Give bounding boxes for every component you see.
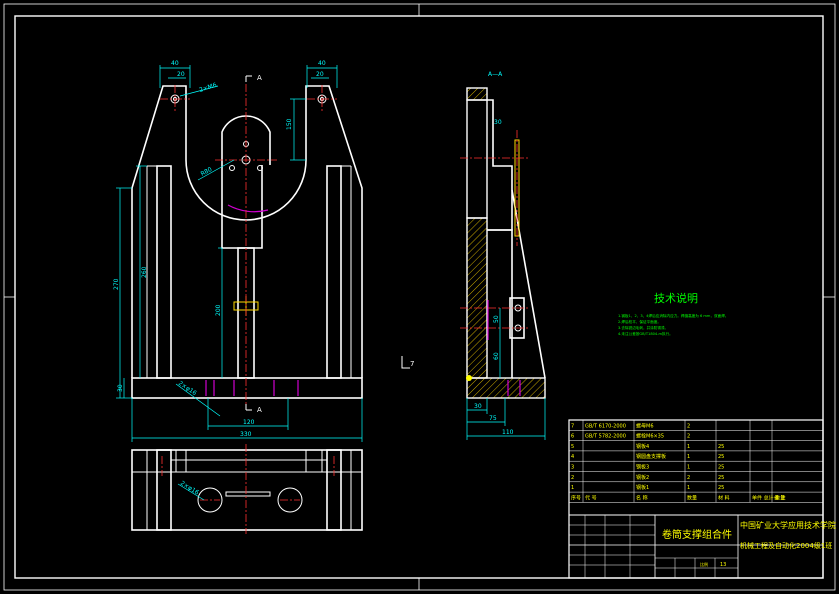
parts-header-code: 代 号	[585, 494, 597, 501]
parts-cell-no: 5	[571, 444, 574, 450]
view-marker-label: 7	[410, 360, 414, 368]
dim-330: 330	[240, 431, 252, 438]
parts-cell-code: GB/T 5782-2000	[585, 434, 626, 440]
parts-header-material: 材 料	[718, 494, 730, 501]
notes-line-1: 1.钢板1、2、3、4焊后应消除内应力。焊缝高度为 6 mm，双面焊。	[618, 313, 728, 318]
parts-cell-code: GB/T 6170-2000	[585, 423, 626, 429]
parts-cell-no: 1	[571, 485, 574, 491]
dim-side-60: 60	[493, 352, 500, 360]
dim-200: 200	[215, 304, 222, 316]
front-view-dimensions	[116, 65, 363, 442]
parts-cell-no: 3	[571, 465, 574, 471]
notes-line-4: 4.未注公差按GB/T1804-m执行。	[618, 331, 673, 336]
dim-top-20-right: 20	[316, 71, 324, 78]
parts-cell-qty: 2	[687, 423, 690, 429]
dim-260: 260	[141, 266, 148, 278]
dim-side-30-top: 30	[494, 119, 502, 126]
class-name: 机械工程及自动化2004级1班	[740, 541, 832, 550]
scale-label: 比例	[700, 561, 708, 567]
parts-cell-material: 25	[718, 444, 724, 450]
dim-side-50: 50	[493, 315, 500, 323]
parts-cell-name: 钢板1	[636, 484, 649, 491]
dim-30: 30	[117, 384, 124, 392]
side-view-dimensions	[466, 308, 546, 440]
parts-cell-qty: 2	[687, 475, 690, 481]
dim-side-30-bot: 30	[474, 403, 482, 410]
parts-header-note: 备 注	[774, 494, 786, 501]
parts-cell-name: 螺母M6	[636, 422, 654, 429]
parts-cell-qty: 1	[687, 444, 690, 450]
parts-cell-no: 6	[571, 434, 574, 440]
parts-cell-qty: 1	[687, 485, 690, 491]
parts-cell-qty: 2	[687, 434, 690, 440]
parts-cell-material: 25	[718, 454, 724, 460]
dim-120: 120	[243, 419, 255, 426]
parts-cell-no: 7	[571, 423, 574, 429]
dim-side-110: 110	[502, 429, 514, 436]
school-name: 中国矿业大学应用技术学院	[740, 520, 836, 530]
dim-top-2xm6: 2×M6	[198, 82, 217, 94]
view-direction-marker	[401, 356, 410, 369]
parts-cell-qty: 1	[687, 465, 690, 471]
dim-side-75: 75	[489, 415, 497, 422]
parts-cell-material: 25	[718, 465, 724, 471]
parts-cell-no: 4	[571, 454, 574, 460]
parts-cell-name: 螺栓M6×35	[636, 433, 664, 440]
drawing-frame	[3, 3, 836, 591]
dim-top-40-right: 40	[318, 60, 326, 67]
parts-cell-qty: 1	[687, 454, 690, 460]
dim-plan-bolt: 2×φ16	[179, 480, 200, 497]
dim-top-40: 40	[171, 60, 179, 67]
parts-cell-material: 25	[718, 485, 724, 491]
parts-header-qty: 数量	[687, 494, 697, 501]
plan-view	[131, 444, 363, 534]
notes-line-2: 2.焊后校平，保证平面度。	[618, 319, 661, 324]
section-mark-bottom: A	[257, 406, 262, 414]
parts-cell-name: 钢板3	[636, 464, 649, 471]
drawing-title: 卷筒支撑组合件	[662, 528, 732, 541]
parts-cell-name: 钢板4	[636, 443, 649, 450]
dim-bolt-bottom: 2×φ16	[177, 380, 198, 397]
dim-270: 270	[113, 278, 120, 290]
dim-150: 150	[286, 118, 293, 130]
title-block	[568, 419, 824, 579]
side-view	[460, 87, 546, 399]
section-mark-top: A	[257, 74, 262, 82]
dim-top-20-left: 20	[177, 71, 185, 78]
parts-cell-no: 2	[571, 475, 574, 481]
sheet-count: 13	[720, 562, 726, 568]
parts-cell-material: 25	[718, 475, 724, 481]
parts-cell-name: 钢板2	[636, 474, 649, 481]
front-view	[131, 75, 363, 411]
section-title: A—A	[488, 71, 503, 78]
parts-header-no: 序号	[571, 494, 581, 501]
parts-header-weight: 单件 总计 重量	[752, 494, 785, 501]
notes-line-3: 3.去除锐边毛刺，并涂防锈漆。	[618, 325, 668, 330]
parts-cell-name: 钢圆盘支撑板	[636, 453, 666, 460]
notes-heading: 技术说明	[654, 291, 698, 305]
parts-header-name: 名 称	[636, 494, 648, 501]
dim-r80: R80	[200, 166, 214, 178]
